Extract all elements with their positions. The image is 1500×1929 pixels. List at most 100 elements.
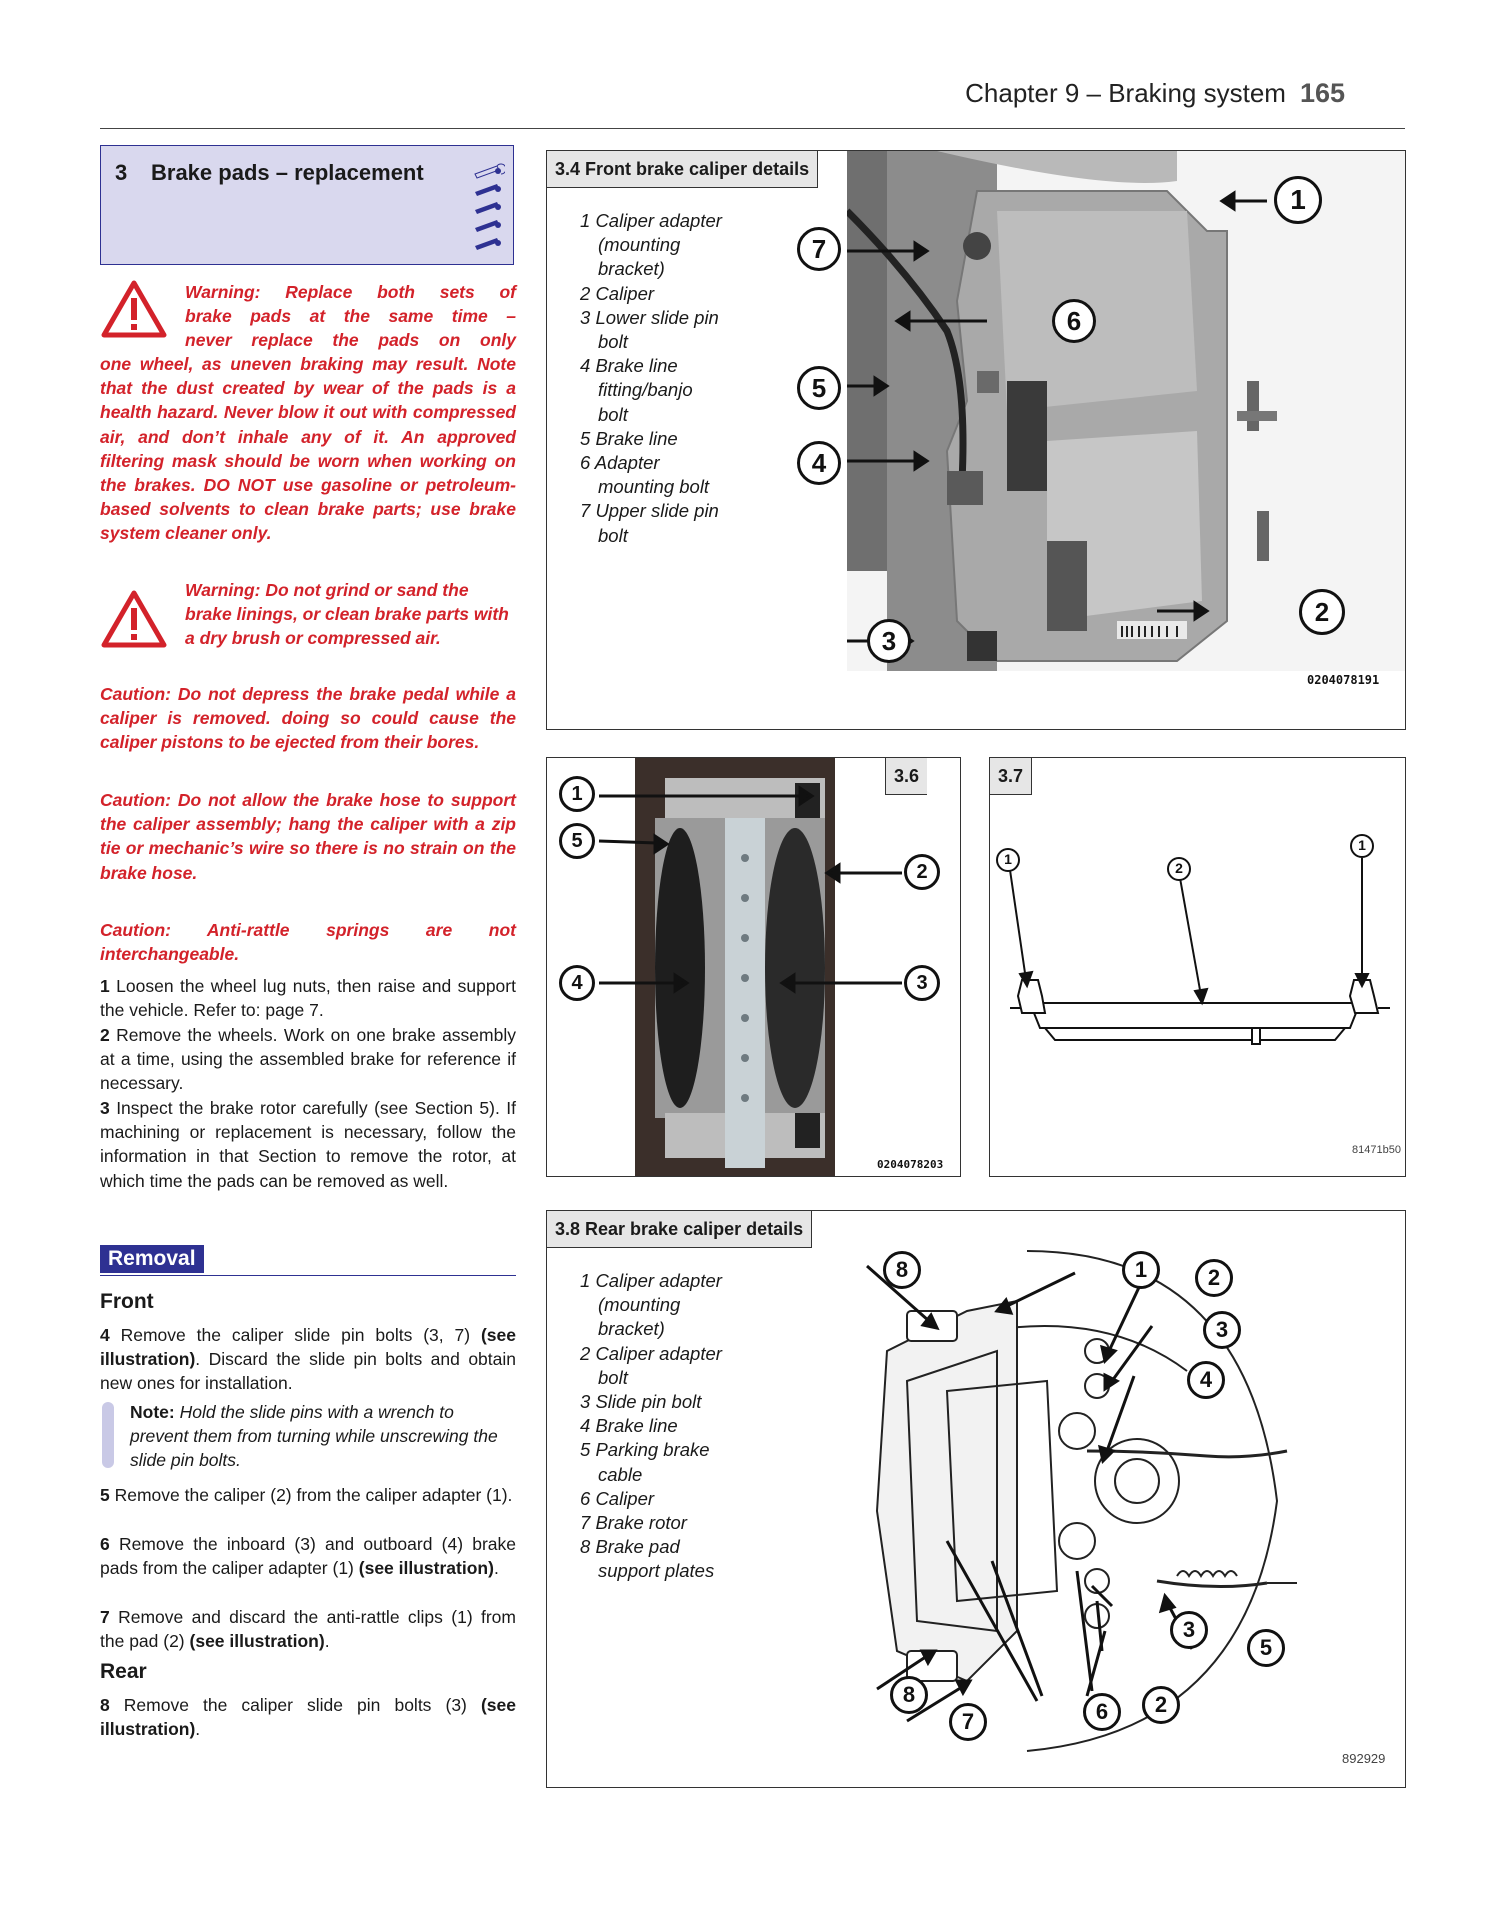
legend-item: 1 Caliper adapter <box>580 1269 722 1293</box>
rear-subheading: Rear <box>100 1660 147 1683</box>
legend-text: Caliper adapter <box>595 210 722 231</box>
step-text: Remove the caliper slide pin bolts (3) <box>123 1695 467 1715</box>
legend-number: 8 <box>580 1536 591 1558</box>
step-text: Loosen the wheel lug nuts, then raise an… <box>100 976 516 1021</box>
warning-triangle-icon <box>101 280 167 338</box>
step-text: Inspect the brake rotor carefully (see S… <box>100 1098 516 1191</box>
removal-heading: Removal <box>100 1245 204 1273</box>
step-number: 7 <box>100 1607 110 1627</box>
caution-1: Caution: Do not depress the brake pedal … <box>100 684 516 753</box>
legend-number: 1 <box>580 210 591 231</box>
legend-item: 8 Brake pad <box>580 1535 722 1559</box>
legend-number: 4 <box>580 1415 591 1437</box>
step-text: Remove the caliper (2) from the caliper … <box>114 1485 513 1505</box>
legend-item: 6 Caliper <box>580 1487 722 1511</box>
legend-text: bolt <box>598 331 628 353</box>
warning-2: Warning: Do not grind or sand the brake … <box>185 580 509 649</box>
image-code: 0204078203 <box>877 1158 944 1171</box>
note-text: Hold the slide pins with a wrench to pre… <box>130 1402 498 1471</box>
legend-text: Lower slide pin <box>595 306 719 328</box>
legend-item: 6 Adapter <box>580 451 722 475</box>
note-label: Note: <box>130 1402 175 1422</box>
see-illustration-ref: (see illustration) <box>100 1695 516 1740</box>
legend-text: Brake rotor <box>595 1512 687 1534</box>
note-bar <box>102 1402 114 1468</box>
legend-text: Caliper <box>595 282 655 304</box>
legend-number: 6 <box>580 1487 591 1509</box>
step-number: 6 <box>100 1534 110 1554</box>
step-6: 6 Remove the inboard (3) and outboard (4… <box>100 1532 516 1580</box>
figure-3-7: 3.7 1 2 1 81471b50 <box>989 757 1406 1177</box>
step-number: 8 <box>100 1695 110 1715</box>
front-subheading: Front <box>100 1290 154 1313</box>
legend-text: bracket) <box>598 258 665 280</box>
step-number: 1 <box>100 976 110 996</box>
legend-number: 3 <box>580 306 591 328</box>
step-text: Remove the inboard (3) and outboard (4) … <box>100 1534 516 1579</box>
step-7: 7 Remove and discard the anti-rattle cli… <box>100 1605 516 1653</box>
warning-triangle-icon <box>101 590 167 648</box>
legend-number: 6 <box>580 452 591 474</box>
callout-3: 3 <box>1203 1311 1241 1349</box>
callout-1: 1 <box>996 848 1020 872</box>
figure-3-8: 3.8 Rear brake caliper details 1 Caliper… <box>546 1210 1406 1788</box>
figure-caption: 3.8 Rear brake caliper details <box>547 1211 813 1248</box>
step-number: 5 <box>100 1485 110 1505</box>
legend-text: Adapter <box>594 452 660 474</box>
figure-3-6: 3.6 1 5 2 4 3 0204078203 <box>546 757 961 1177</box>
legend-item: 4 Brake line <box>580 1414 722 1438</box>
legend-text: bolt <box>598 1366 628 1388</box>
caution-3: Caution: Anti-rattle springs are not int… <box>100 920 516 965</box>
note: Note: Hold the slide pins with a wrench … <box>130 1400 516 1473</box>
legend-number: 1 <box>580 1270 591 1291</box>
legend-item: 5 Brake line <box>580 427 722 451</box>
figure-caption: 3.4 Front brake caliper details <box>547 151 819 188</box>
legend-text: Caliper adapter <box>595 1342 722 1364</box>
step-text: Remove the caliper slide pin bolts (3, 7… <box>120 1325 471 1345</box>
legend-text: Slide pin bolt <box>595 1391 702 1413</box>
legend-text: Parking brake <box>595 1439 710 1461</box>
legend-item: 2 Caliper <box>580 282 722 306</box>
legend-text: Brake line <box>595 355 678 377</box>
step-8: 8 Remove the caliper slide pin bolts (3)… <box>100 1693 516 1741</box>
callout-4: 4 <box>1187 1361 1225 1399</box>
header-rule <box>100 128 1405 129</box>
step-number: 4 <box>100 1325 110 1345</box>
legend-text: (mounting <box>598 234 681 256</box>
callout-1: 1 <box>1122 1251 1160 1289</box>
callout-6: 6 <box>1052 299 1096 343</box>
callout-4: 4 <box>797 441 841 485</box>
callout-7: 7 <box>797 227 841 271</box>
see-illustration-ref: (see illustration) <box>189 1631 325 1652</box>
legend-item: 3 Slide pin bolt <box>580 1390 722 1414</box>
section-title-box: 3 Brake pads – replacement <box>100 145 514 265</box>
legend-item: 3 Lower slide pin <box>580 306 722 330</box>
callout-4: 4 <box>559 965 595 1001</box>
callout-2: 2 <box>1142 1686 1180 1724</box>
see-illustration-ref: (see illustration) <box>100 1325 516 1370</box>
section-number: 3 <box>115 160 128 185</box>
page-number: 165 <box>1299 78 1345 108</box>
callout-2: 2 <box>1167 857 1191 881</box>
callout-2: 2 <box>904 854 940 890</box>
legend-item: 7 Upper slide pin <box>580 499 722 523</box>
legend-text: Brake pad <box>595 1536 680 1558</box>
callout-3: 3 <box>904 965 940 1001</box>
warning-1-line-2: brake pads at the same time – <box>185 306 516 327</box>
legend-number: 2 <box>580 1342 591 1364</box>
callout-1: 1 <box>1350 834 1374 858</box>
step-3: 3 Inspect the brake rotor carefully (see… <box>100 1096 516 1193</box>
step-text: Remove the wheels. Work on one brake ass… <box>100 1025 516 1094</box>
difficulty-spanners-icon <box>474 163 505 250</box>
legend-text: mounting bolt <box>598 476 710 498</box>
step-text-end: . Discard the slide pin bolts and obtain… <box>100 1349 516 1394</box>
legend-number: 7 <box>580 500 591 522</box>
callout-8: 8 <box>883 1251 921 1289</box>
callout-7: 7 <box>949 1703 987 1741</box>
legend-text: fitting/banjo <box>598 379 693 401</box>
legend-text: bolt <box>598 403 628 425</box>
callout-5: 5 <box>559 823 595 859</box>
callout-2: 2 <box>1299 589 1345 635</box>
step-5: 5 Remove the caliper (2) from the calipe… <box>100 1483 516 1507</box>
caution-2: Caution: Do not allow the brake hose to … <box>100 790 516 883</box>
